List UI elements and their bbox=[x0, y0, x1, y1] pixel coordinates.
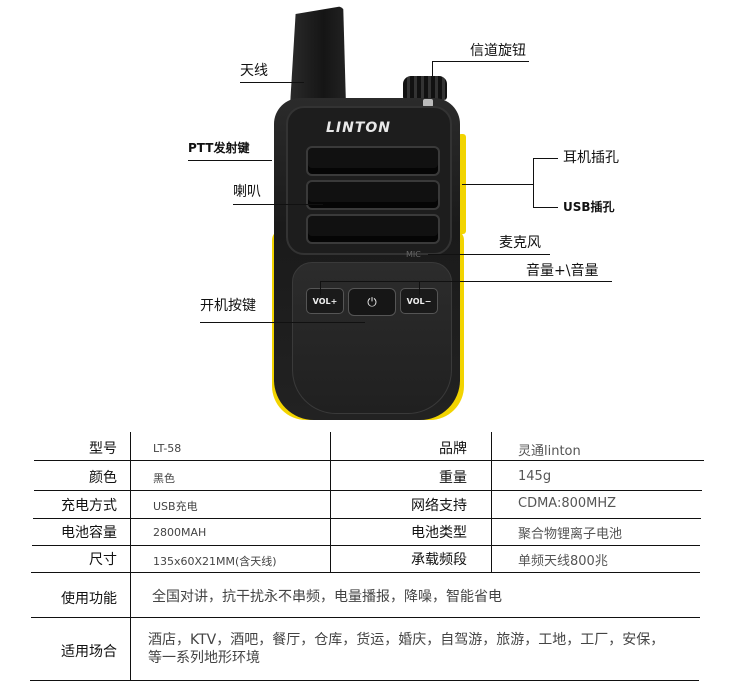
spec-label-size: 尺寸 bbox=[89, 552, 117, 568]
power-icon: ⏻ bbox=[367, 294, 377, 309]
callout-line-usb bbox=[533, 207, 558, 208]
spec-label-features: 使用功能 bbox=[61, 591, 117, 607]
table-col-divider bbox=[130, 432, 131, 681]
spec-value-size: 135x60X21MM(含天线) bbox=[153, 555, 277, 568]
callout-line-side-v bbox=[533, 158, 534, 208]
spec-label-charging: 充电方式 bbox=[61, 498, 117, 514]
spec-value-scenarios-line1: 酒店，KTV，酒吧，餐厅，仓库，货运，婚庆，自驾游，旅游，工地，工厂，安保， bbox=[148, 632, 665, 648]
spec-value-network: CDMA:800MHZ bbox=[518, 496, 617, 511]
callout-line-antenna bbox=[240, 82, 304, 83]
callout-line-knob-v bbox=[432, 61, 433, 91]
callout-line-power bbox=[200, 322, 365, 323]
table-rule bbox=[34, 490, 702, 491]
spec-label-network: 网络支持 bbox=[411, 498, 467, 514]
callout-line-mic bbox=[428, 254, 550, 255]
table-rule bbox=[32, 545, 700, 546]
table-rule bbox=[30, 680, 699, 681]
spec-label-frequency-band: 承载频段 bbox=[411, 552, 467, 568]
channel-knob bbox=[403, 76, 447, 100]
callout-antenna: 天线 bbox=[240, 63, 268, 79]
callout-line-earphone bbox=[533, 158, 558, 159]
table-rule bbox=[31, 572, 700, 573]
spec-label-brand: 品牌 bbox=[439, 441, 467, 457]
callout-line-vol-minus bbox=[419, 281, 420, 295]
antenna bbox=[290, 6, 346, 106]
callout-volume: 音量+\音量 bbox=[526, 263, 599, 279]
spec-label-battery-capacity: 电池容量 bbox=[61, 525, 117, 541]
spec-value-charging: USB充电 bbox=[153, 500, 198, 513]
callout-line-vol-plus bbox=[320, 281, 321, 295]
spec-label-color: 颜色 bbox=[89, 470, 117, 486]
callout-speaker: 喇叭 bbox=[233, 184, 261, 200]
walkie-talkie-image: LINTON MIC VOL+ ⏻ VOL− bbox=[268, 0, 468, 425]
table-rule bbox=[31, 617, 700, 618]
mic-label: MIC bbox=[406, 250, 421, 259]
power-button: ⏻ bbox=[348, 288, 396, 316]
brand-logo: LINTON bbox=[326, 120, 392, 136]
spec-label-weight: 重量 bbox=[439, 470, 467, 486]
spec-value-brand: 灵通linton bbox=[518, 444, 581, 459]
callout-line-volume bbox=[320, 281, 612, 282]
spec-value-battery-capacity: 2800MAH bbox=[153, 526, 207, 539]
callout-channel-knob: 信道旋钮 bbox=[470, 43, 526, 59]
callout-line-ptt bbox=[188, 160, 272, 161]
spec-value-weight: 145g bbox=[518, 469, 552, 484]
speaker-grille-1 bbox=[306, 146, 440, 176]
spec-value-battery-type: 聚合物锂离子电池 bbox=[518, 527, 623, 542]
speaker-grille-2 bbox=[306, 180, 440, 210]
spec-value-features: 全国对讲，抗干扰永不串频，电量播报，降噪，智能省电 bbox=[152, 589, 502, 605]
callout-microphone: 麦克风 bbox=[499, 235, 541, 251]
table-col-divider bbox=[491, 432, 492, 573]
spec-label-model: 型号 bbox=[89, 441, 117, 457]
table-col-divider bbox=[330, 432, 331, 573]
callout-ptt-key: PTT发射键 bbox=[188, 141, 250, 155]
callout-line-speaker bbox=[233, 204, 323, 205]
callout-line-knob-h bbox=[432, 61, 529, 62]
table-rule bbox=[33, 518, 701, 519]
callout-line-side-ports bbox=[462, 184, 533, 185]
spec-value-frequency-band: 单频天线800兆 bbox=[518, 554, 608, 569]
spec-label-scenarios: 适用场合 bbox=[61, 644, 117, 660]
callout-usb-jack: USB插孔 bbox=[563, 200, 615, 214]
led-indicator bbox=[423, 99, 433, 107]
spec-value-scenarios-line2: 等一系列地形环境 bbox=[148, 650, 260, 666]
vol-plus-button: VOL+ bbox=[306, 288, 344, 314]
table-rule bbox=[34, 460, 704, 461]
speaker-grille-3 bbox=[306, 214, 440, 244]
spec-value-color: 黑色 bbox=[153, 472, 175, 485]
callout-power-key: 开机按键 bbox=[200, 298, 256, 314]
spec-label-battery-type: 电池类型 bbox=[411, 525, 467, 541]
spec-value-model: LT-58 bbox=[153, 442, 182, 455]
lower-panel bbox=[292, 262, 452, 414]
callout-earphone-jack: 耳机插孔 bbox=[563, 150, 619, 166]
